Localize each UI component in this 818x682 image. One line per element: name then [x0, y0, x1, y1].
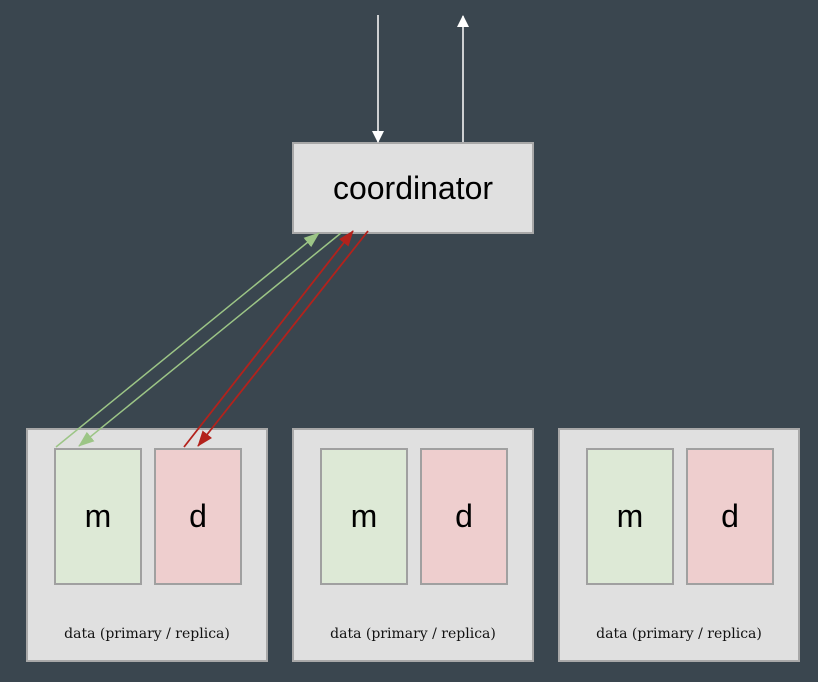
data-up-arrow	[183, 230, 354, 448]
data-node-caption: data (primary / replica)	[596, 626, 762, 642]
data-node-3: m d data (primary / replica)	[558, 428, 800, 662]
data-shard-label: d	[721, 498, 739, 534]
data-node-caption: data (primary / replica)	[64, 626, 230, 642]
metadata-shard: m	[320, 448, 408, 585]
data-down-arrow	[197, 230, 369, 447]
metadata-shard: m	[54, 448, 142, 585]
data-node-caption: data (primary / replica)	[330, 626, 496, 642]
metadata-shard-label: m	[616, 498, 644, 534]
metadata-down-arrow	[78, 232, 342, 447]
data-node-1: m d data (primary / replica)	[26, 428, 268, 662]
data-shard: d	[686, 448, 774, 585]
data-shard: d	[420, 448, 508, 585]
data-shard-label: d	[455, 498, 473, 534]
data-shard-label: d	[189, 498, 207, 534]
data-node-2: m d data (primary / replica)	[292, 428, 534, 662]
metadata-up-arrow	[55, 232, 320, 448]
data-shard: d	[154, 448, 242, 585]
metadata-shard-label: m	[350, 498, 378, 534]
metadata-shard-label: m	[84, 498, 112, 534]
coordinator-label: coordinator	[332, 169, 494, 206]
metadata-shard: m	[586, 448, 674, 585]
coordinator-node: coordinator	[292, 142, 534, 234]
